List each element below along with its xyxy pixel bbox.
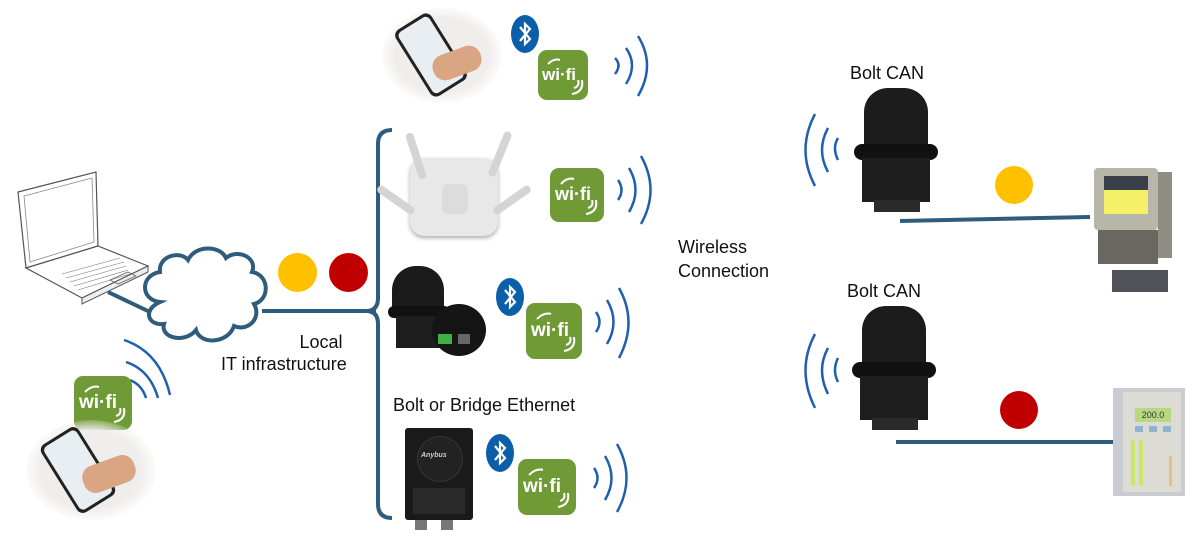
bolt-can-label-top: Bolt CAN	[850, 63, 925, 83]
bluetooth-icon	[496, 278, 524, 316]
status-dot-yellow	[995, 166, 1033, 204]
svg-text:wi·fi: wi·fi	[78, 392, 117, 413]
wireless-waves-phone-top	[613, 35, 649, 97]
bolt-bridge-label: Bolt or Bridge Ethernet	[393, 395, 576, 415]
wifi-icon: wi·fi	[550, 168, 604, 222]
process-controller-image: 200.0	[1113, 388, 1185, 496]
local-it-label-line1: Local	[299, 332, 343, 352]
wireless-waves-bolt-can-2	[804, 333, 840, 409]
laptop-cloud-link	[107, 290, 151, 314]
phone-bottom-image	[26, 420, 156, 520]
wifi-icon: wi·fi	[526, 303, 582, 359]
barcode-scanner-image	[1090, 162, 1180, 297]
svg-text:wi·fi: wi·fi	[530, 320, 569, 341]
wireless-waves-bridge-ethernet	[592, 443, 628, 513]
bluetooth-icon	[511, 15, 539, 53]
bolt-can-2-image	[850, 306, 940, 438]
wifi-icon: wi·fi	[518, 459, 576, 515]
wifi-icon: wi·fi	[538, 50, 588, 100]
controller-display: 200.0	[1135, 408, 1171, 422]
svg-text:wi·fi: wi·fi	[522, 476, 561, 497]
local-it-label-line2: IT infrastructure	[221, 354, 347, 374]
bolt-can-1-image	[852, 88, 942, 218]
bluetooth-icon	[486, 434, 514, 472]
phone-top-image	[382, 8, 502, 103]
wireless-connection-label-line1: Wireless	[678, 237, 748, 257]
local-it-label: Local	[265, 331, 377, 353]
bolt-can-1-link	[899, 215, 1091, 223]
wireless-connection-label-line2: Connection	[678, 261, 770, 281]
cloud-icon	[143, 246, 268, 343]
bolt-can-label-bottom: Bolt CAN	[847, 281, 922, 301]
wireless-waves-phone-bottom	[123, 338, 172, 399]
status-dot-red	[329, 253, 368, 292]
device-group-brace	[365, 128, 393, 520]
laptop-icon	[17, 171, 150, 305]
status-dot-yellow	[278, 253, 317, 292]
anybus-logo: Anybus	[421, 452, 447, 459]
wireless-waves-bolt-can-1	[804, 113, 840, 187]
status-dot-red	[1000, 391, 1038, 429]
wireless-waves-bolt-ethernet	[594, 287, 630, 359]
svg-text:wi·fi: wi·fi	[541, 65, 576, 84]
bridge-ethernet-image: Anybus	[405, 428, 473, 532]
access-point-image	[375, 128, 533, 238]
wireless-waves-access-point	[616, 155, 652, 225]
svg-text:wi·fi: wi·fi	[554, 184, 591, 204]
bolt-ethernet-image	[388, 260, 488, 360]
